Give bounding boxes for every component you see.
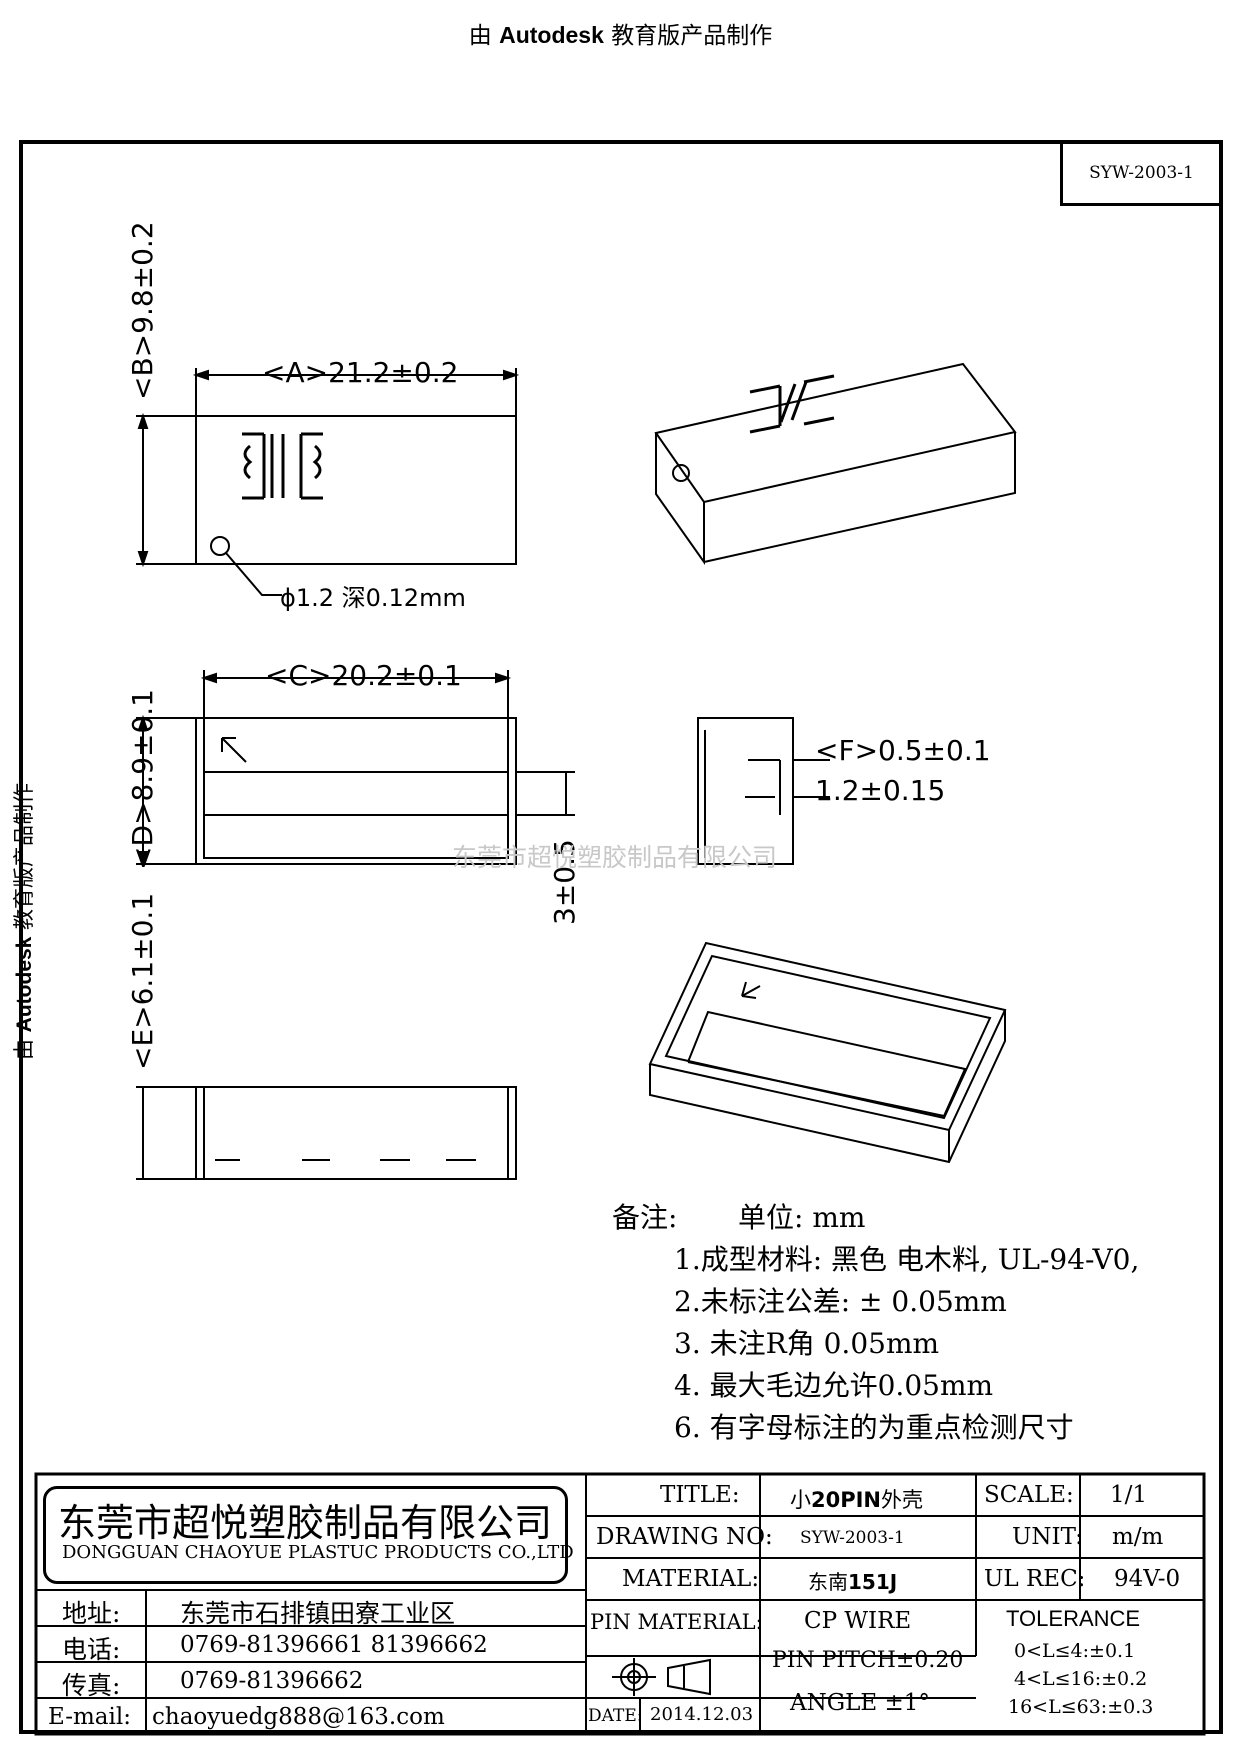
company-name-en: DONGGUAN CHAOYUE PLASTUC PRODUCTS CO.,LT… — [62, 1542, 574, 1563]
note-item: 4. 最大毛边允许0.05mm — [674, 1369, 994, 1402]
dim-f: <F>0.5±0.1 — [815, 734, 991, 767]
material-value: 东南151J — [808, 1570, 898, 1594]
pin-material-value: CP WIRE — [804, 1608, 912, 1634]
email-label: E-mail: — [48, 1704, 131, 1730]
isometric-top-view — [654, 362, 1017, 566]
dim-hole: ϕ1.2 深0.12mm — [280, 584, 466, 612]
document-number: SYW-2003-1 — [1060, 140, 1223, 206]
side-section — [697, 717, 794, 865]
ul-value: 94V-0 — [1114, 1566, 1181, 1592]
date-label: DATE: — [588, 1706, 643, 1726]
dim-c: <C>20.2±0.1 — [265, 659, 462, 692]
drawing-no-value: SYW-2003-1 — [800, 1528, 905, 1548]
tolerance-row: 16<L≤63:±0.3 — [1008, 1696, 1154, 1718]
title-value: 小20PIN外壳 — [790, 1488, 924, 1512]
note-item: 1.成型材料: 黑色 电木料, UL-94-V0, — [674, 1243, 1140, 1276]
tolerance-row: 4<L≤16:±0.2 — [1014, 1668, 1148, 1690]
unit-label: UNIT: — [1012, 1524, 1083, 1550]
logo-mark — [242, 432, 323, 500]
company-name-cn: 东莞市超悦塑胶制品有限公司 — [58, 1501, 553, 1545]
phone-value: 0769-81396661 81396662 — [180, 1632, 488, 1658]
pin-material-label: PIN MATERIAL: — [590, 1610, 763, 1634]
address-label: 地址: — [62, 1599, 121, 1628]
scale-label: SCALE: — [984, 1482, 1074, 1508]
drawing-frame — [19, 140, 1223, 1734]
date-value: 2014.12.03 — [650, 1704, 754, 1725]
pin-pitch: PIN PITCH±0.20 — [772, 1648, 964, 1673]
ul-label: UL REC: — [984, 1566, 1086, 1592]
fax-value: 0769-81396662 — [180, 1668, 364, 1694]
bottom-view-outline — [195, 1086, 517, 1180]
material-label: MATERIAL: — [622, 1566, 760, 1592]
notes-unit: 单位: mm — [738, 1201, 866, 1234]
email-value: chaoyuedg888@163.com — [152, 1704, 445, 1730]
note-item: 6. 有字母标注的为重点检测尺寸 — [674, 1411, 1074, 1444]
dim-a: <A>21.2±0.2 — [262, 356, 459, 389]
dim-groove: 1.2±0.15 — [815, 774, 946, 807]
unit-value: m/m — [1112, 1524, 1164, 1550]
tolerance-row: 0<L≤4:±0.1 — [1014, 1640, 1136, 1662]
edition-header: 由 Autodesk 教育版产品制作 — [468, 22, 773, 49]
note-item: 3. 未注R角 0.05mm — [674, 1327, 940, 1360]
note-item: 2.未标注公差: ± 0.05mm — [674, 1285, 1007, 1318]
phone-label: 电话: — [62, 1635, 121, 1664]
top-view-outline — [195, 415, 517, 565]
isometric-open-view — [648, 941, 1007, 1164]
notes-title: 备注: — [612, 1201, 678, 1234]
angle-tolerance: ANGLE ±1° — [790, 1690, 930, 1716]
watermark-text: 东莞市超悦塑胶制品有限公司 — [452, 843, 778, 872]
drawing-no-label: DRAWING NO: — [596, 1524, 773, 1550]
scale-value: 1/1 — [1110, 1482, 1148, 1508]
tolerance-label: TOLERANCE — [1006, 1606, 1141, 1631]
address-value: 东莞市石排镇田寮工业区 — [180, 1599, 456, 1628]
company-name-box — [43, 1486, 568, 1584]
fax-label: 传真: — [62, 1671, 121, 1700]
title-label: TITLE: — [660, 1482, 740, 1508]
